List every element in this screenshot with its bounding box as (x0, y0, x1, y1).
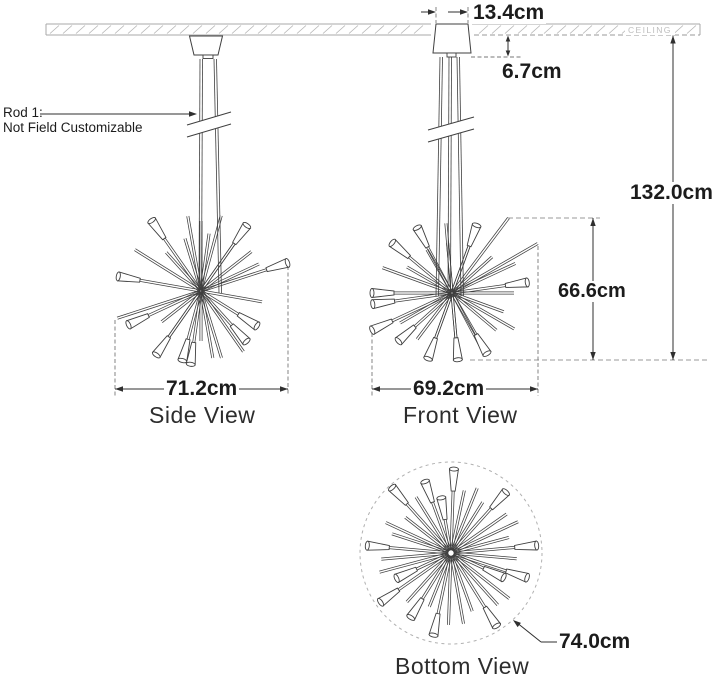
bottom-diameter-dimension: 74.0cm (557, 630, 633, 654)
bottom-view-drawing (359, 461, 543, 645)
ceiling-band (45, 23, 701, 36)
rod-note-line2: Not Field Customizable (3, 120, 143, 135)
canopy-drop-dimension: 6.7cm (500, 60, 564, 84)
front-view-drawing (369, 56, 539, 363)
rod-note-line1: Rod 1: (3, 105, 43, 120)
side-view-label: Side View (149, 402, 256, 428)
front-width-dimension: 69.2cm (411, 377, 487, 401)
side-width-dimension: 71.2cm (164, 377, 240, 401)
extension-lines (114, 7, 710, 396)
front-view-label: Front View (403, 402, 518, 428)
canopies (188, 23, 472, 59)
rod-note-leader (40, 111, 197, 117)
body-height-dimension: 66.6cm (556, 280, 628, 302)
overall-drop-dimension: 132.0cm (628, 181, 713, 205)
bottom-view-label: Bottom View (395, 653, 530, 679)
canopy-width-dimension: 13.4cm (471, 1, 547, 25)
rod-note: Rod 1: Not Field Customizable (3, 105, 143, 135)
ceiling-label: CEILING (625, 25, 675, 35)
side-view-drawing (115, 58, 291, 367)
